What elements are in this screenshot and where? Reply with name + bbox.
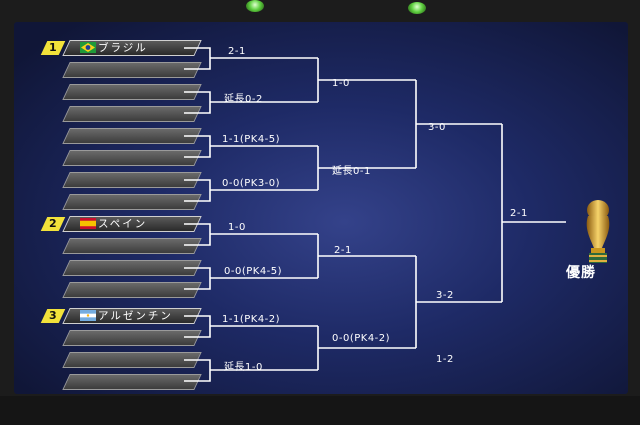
team-name-spain: スペイン — [98, 218, 148, 230]
champion-label: 優勝 — [566, 265, 596, 281]
match-score: 2-1 — [334, 245, 352, 256]
argentina-flag-icon — [80, 310, 96, 321]
match-score: 1-0 — [332, 78, 350, 89]
match-score: 1-1(PK4-2) — [222, 314, 281, 325]
match-score: 0-0(PK4-5) — [224, 266, 283, 277]
green-light — [246, 0, 264, 12]
match-score: 0-0(PK3-0) — [222, 178, 281, 189]
final-score: 2-1 — [510, 208, 528, 219]
screen-bezel — [0, 396, 640, 425]
green-light — [408, 2, 426, 14]
match-score: 0-0(PK4-2) — [332, 333, 391, 344]
team-name-argentina: アルゼンチン — [98, 310, 173, 322]
match-score: 延長0-1 — [332, 166, 371, 177]
match-score: 2-1 — [228, 46, 246, 57]
team-name-brazil: ブラジル — [98, 42, 148, 54]
match-score: 1-0 — [228, 222, 246, 233]
trophy-icon — [586, 200, 610, 263]
stage-lights — [0, 0, 640, 16]
match-score: 1-2 — [436, 354, 454, 365]
match-score: 延長0-2 — [224, 94, 263, 105]
bracket-lines — [184, 47, 566, 382]
match-score: 1-1(PK4-5) — [222, 134, 281, 145]
match-score: 延長1-0 — [224, 362, 263, 373]
spain-flag-icon — [80, 218, 96, 229]
tournament-bracket-screen: 1 2 3 ブラジル スペイン アルゼンチン — [14, 22, 628, 394]
match-score: 3-2 — [436, 290, 454, 301]
brazil-flag-icon — [80, 42, 96, 53]
match-score: 3-0 — [428, 122, 446, 133]
